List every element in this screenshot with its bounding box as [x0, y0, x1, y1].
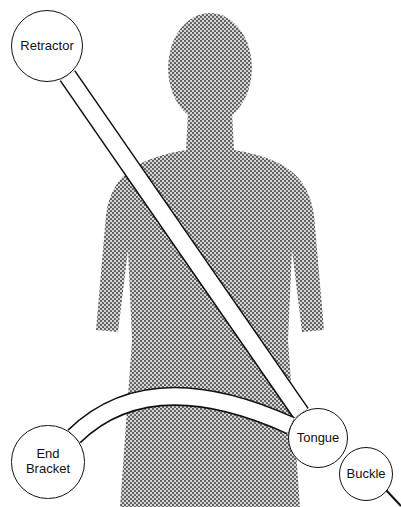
belt-strap [67, 76, 300, 414]
head [168, 13, 252, 123]
part-name: Retractor [20, 39, 73, 54]
retractor-circle: Retractor [11, 10, 83, 82]
part-name: Tongue [297, 431, 340, 446]
buckle-stalk [386, 490, 401, 506]
belt-strap [74, 396, 291, 436]
part-name: End Bracket [19, 447, 77, 477]
end-bracket-circle: End Bracket [11, 425, 84, 498]
tongue-circle: Tongue [288, 408, 348, 468]
buckle-circle: Buckle [339, 447, 393, 501]
part-name: Buckle [346, 467, 385, 482]
